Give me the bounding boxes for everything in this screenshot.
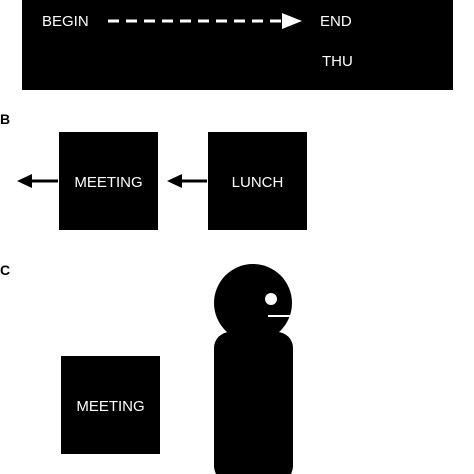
person-head xyxy=(214,264,292,342)
panel-c: C MEETING xyxy=(0,262,293,474)
panel-a-screen xyxy=(22,0,453,90)
meeting-card-label: MEETING xyxy=(76,398,144,415)
meeting-card xyxy=(61,356,160,454)
person-eye xyxy=(265,293,277,305)
panel-b: B MEETING LUNCH xyxy=(0,111,307,230)
panel-a: BEGIN END THU xyxy=(22,0,453,90)
meeting-box xyxy=(59,132,158,230)
dashed-arrow-head-icon xyxy=(282,13,302,29)
end-label: END xyxy=(320,13,352,30)
lunch-box xyxy=(208,132,307,230)
day-label: THU xyxy=(322,53,353,70)
left-arrow-head-icon xyxy=(17,174,32,188)
panel-c-letter: C xyxy=(0,262,10,278)
meeting-box-label: MEETING xyxy=(74,174,142,191)
begin-label: BEGIN xyxy=(42,13,89,30)
person-body xyxy=(214,332,293,474)
middle-arrow-head-icon xyxy=(167,174,182,188)
panel-b-letter: B xyxy=(0,111,10,127)
lunch-box-label: LUNCH xyxy=(232,174,284,191)
person-figure-icon xyxy=(214,264,293,474)
